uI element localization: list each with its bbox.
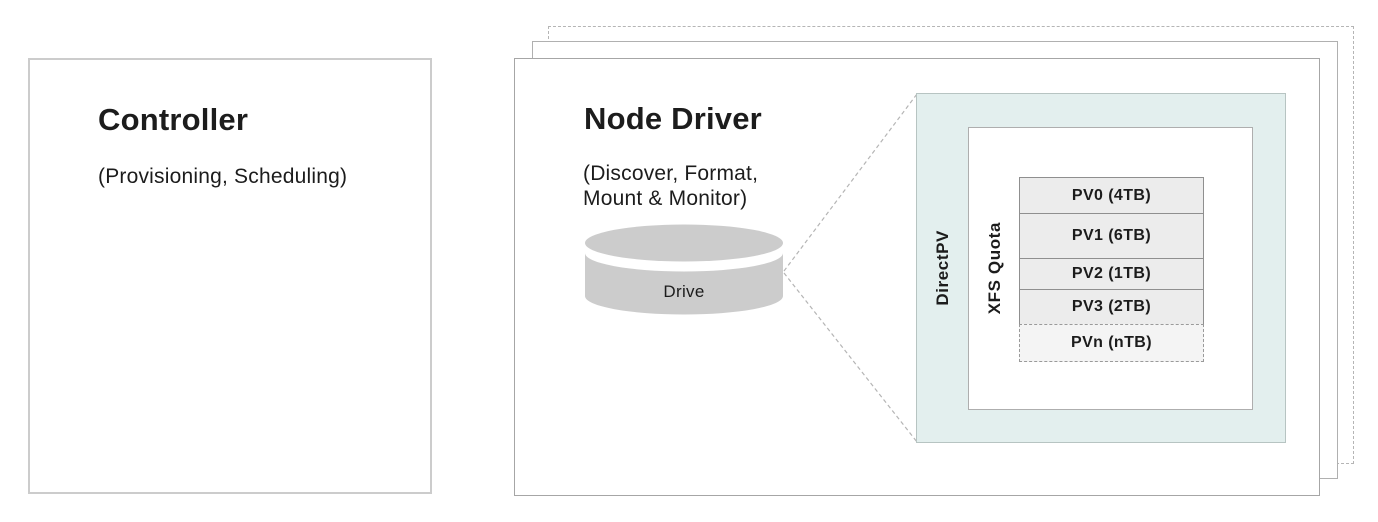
node-driver-subtitle: (Discover, Format, Mount & Monitor)	[583, 161, 758, 211]
xfs-quota-label-wrap: XFS Quota	[969, 128, 1021, 409]
controller-title: Controller	[98, 102, 249, 137]
pv-row-0: PV0 (4TB)	[1019, 177, 1204, 214]
pv-row-2: PV2 (1TB)	[1019, 258, 1204, 290]
directpv-label: DirectPV	[932, 230, 952, 306]
node-driver-subtitle-line1: (Discover, Format,	[583, 162, 759, 185]
directpv-box: DirectPV XFS Quota PV0 (4TB) PV1 (6TB) P…	[916, 93, 1286, 443]
pv-stack: PV0 (4TB) PV1 (6TB) PV2 (1TB) PV3 (2TB) …	[1019, 177, 1204, 362]
xfs-quota-box: XFS Quota PV0 (4TB) PV1 (6TB) PV2 (1TB) …	[968, 127, 1253, 410]
directpv-label-wrap: DirectPV	[917, 94, 968, 442]
controller-subtitle: (Provisioning, Scheduling)	[98, 165, 348, 188]
pv-row-3: PV3 (2TB)	[1019, 289, 1204, 325]
drive-label: Drive	[663, 282, 705, 301]
pv-row-1: PV1 (6TB)	[1019, 213, 1204, 259]
node-driver-title: Node Driver	[584, 101, 762, 136]
xfs-quota-label: XFS Quota	[985, 222, 1004, 315]
node-driver-subtitle-line2: Mount & Monitor)	[583, 187, 748, 210]
controller-box: Controller (Provisioning, Scheduling)	[28, 58, 432, 494]
pv-row-n: PVn (nTB)	[1019, 324, 1204, 362]
